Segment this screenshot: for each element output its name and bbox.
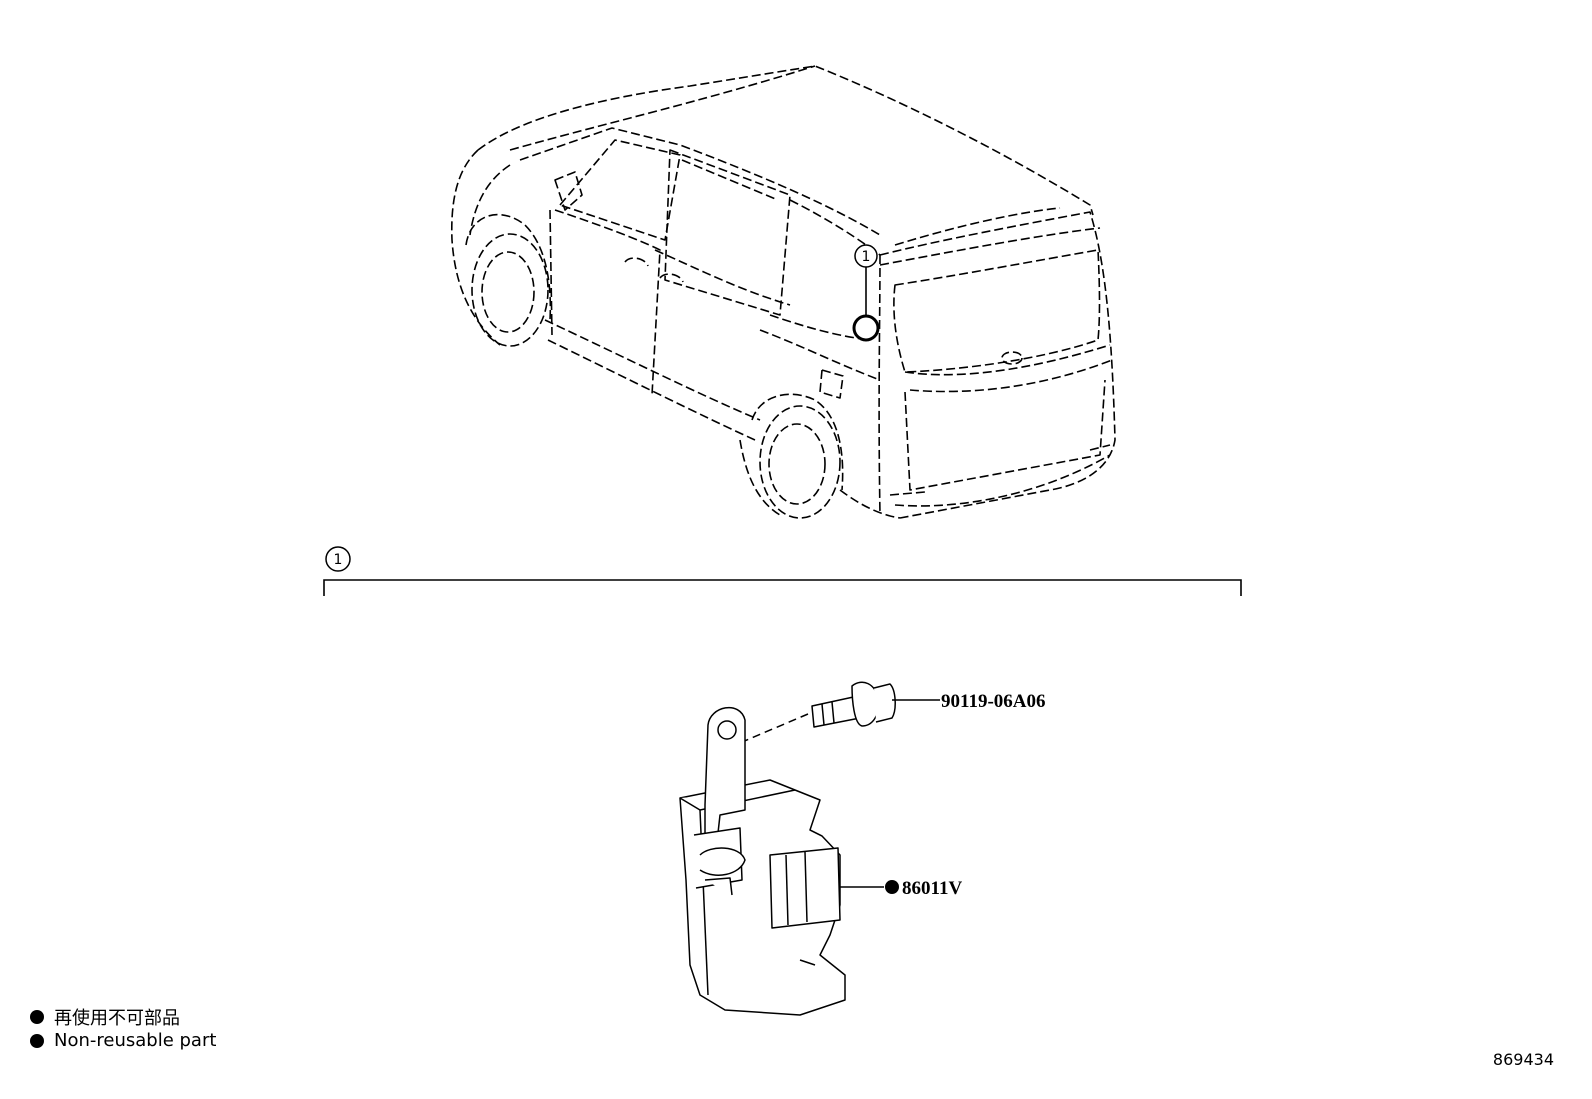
- section-bracket: 1: [323, 546, 1242, 596]
- non-reusable-marker-icon: [885, 880, 899, 894]
- legend-item-en: Non-reusable part: [30, 1030, 216, 1051]
- vehicle-illustration: [451, 65, 1116, 519]
- diagram-id: 869434: [1492, 1050, 1554, 1069]
- bolt-illustration: [811, 681, 896, 728]
- vehicle-callout-number: 1: [862, 249, 871, 265]
- part-label-bolt: 90119-06A06: [941, 691, 1046, 712]
- filled-circle-icon: [30, 1010, 44, 1024]
- sensor-module-illustration: [679, 706, 846, 1016]
- legend-label-en: Non-reusable part: [54, 1030, 217, 1051]
- section-callout-number: 1: [334, 552, 343, 568]
- legend-label-jp: 再使用不可部品: [54, 1008, 180, 1029]
- vehicle-callout: 1: [852, 244, 880, 342]
- filled-circle-icon: [30, 1033, 44, 1048]
- part-label-module: 86011V: [902, 878, 962, 899]
- legend-item-jp: 再使用不可部品: [30, 1004, 180, 1030]
